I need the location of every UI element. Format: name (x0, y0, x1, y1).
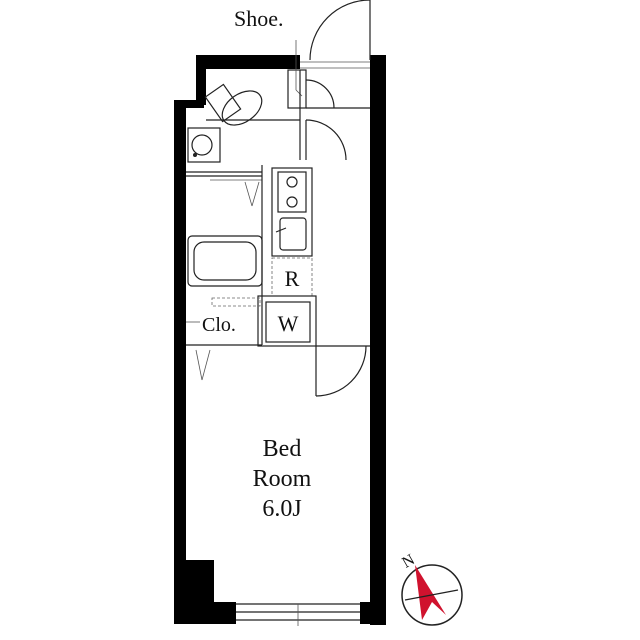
north-label: N (399, 551, 418, 572)
wall-top-left (196, 55, 300, 69)
wall-left-upper (174, 100, 186, 615)
room-name-line2: Room (253, 466, 312, 492)
wall-top-step (174, 100, 204, 108)
wall-step-vertical (196, 55, 206, 105)
shoe-closet (287, 40, 370, 109)
refrigerator-space: R (271, 257, 313, 297)
bedroom-door (315, 345, 370, 397)
toilet-bowl (221, 90, 263, 126)
toilet-tank (204, 83, 242, 123)
closet-label: Clo. (202, 314, 236, 336)
washbasin (187, 127, 221, 163)
shoe-label: Shoe. (234, 6, 284, 31)
wall-right (370, 55, 386, 625)
toilet-room (204, 70, 347, 161)
window-bottom (236, 603, 360, 626)
washer-space: W (257, 295, 317, 347)
compass-ring (401, 564, 463, 626)
stove (277, 171, 307, 213)
north-arrow-icon (415, 565, 446, 620)
compass: N (399, 551, 463, 626)
room-size-label: 6.0J (262, 496, 301, 522)
room-name-line1: Bed (263, 436, 302, 462)
bathtub (187, 235, 263, 287)
washer-label: W (278, 311, 299, 336)
wall-bottom-right (360, 602, 386, 624)
refrigerator-label: R (285, 266, 300, 291)
exterior-walls (174, 55, 386, 625)
sink (279, 217, 307, 251)
kitchen-counter (271, 167, 313, 257)
closet: Clo. (186, 297, 262, 381)
wall-left-lower-pier (186, 560, 214, 610)
entrance-door (300, 0, 371, 69)
